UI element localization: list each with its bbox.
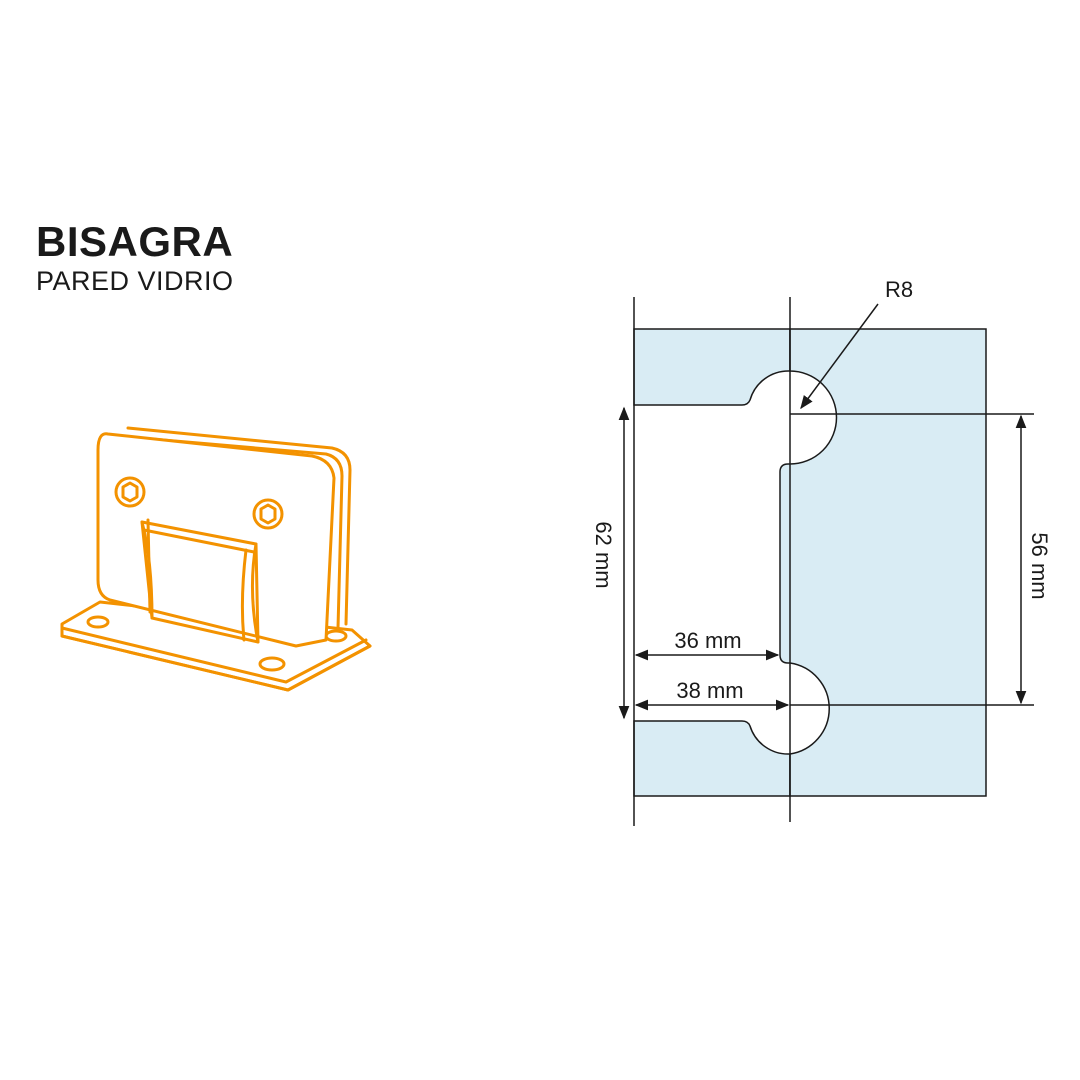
dimension-labels: R8 62 mm 56 mm 36 mm 38 mm (591, 277, 1052, 703)
dimension-lines (618, 303, 1027, 720)
page-subtitle: PARED VIDRIO (36, 266, 234, 296)
reference-lines (633, 297, 1034, 826)
page-title: BISAGRA (36, 218, 234, 265)
dim-56-label: 56 mm (1027, 532, 1052, 599)
dim-62-label: 62 mm (591, 521, 616, 588)
dim-36-label: 36 mm (674, 628, 741, 653)
radius-label: R8 (885, 277, 913, 302)
dim-38-label: 38 mm (676, 678, 743, 703)
hinge-icon (60, 426, 372, 692)
glass-panel (633, 328, 987, 797)
